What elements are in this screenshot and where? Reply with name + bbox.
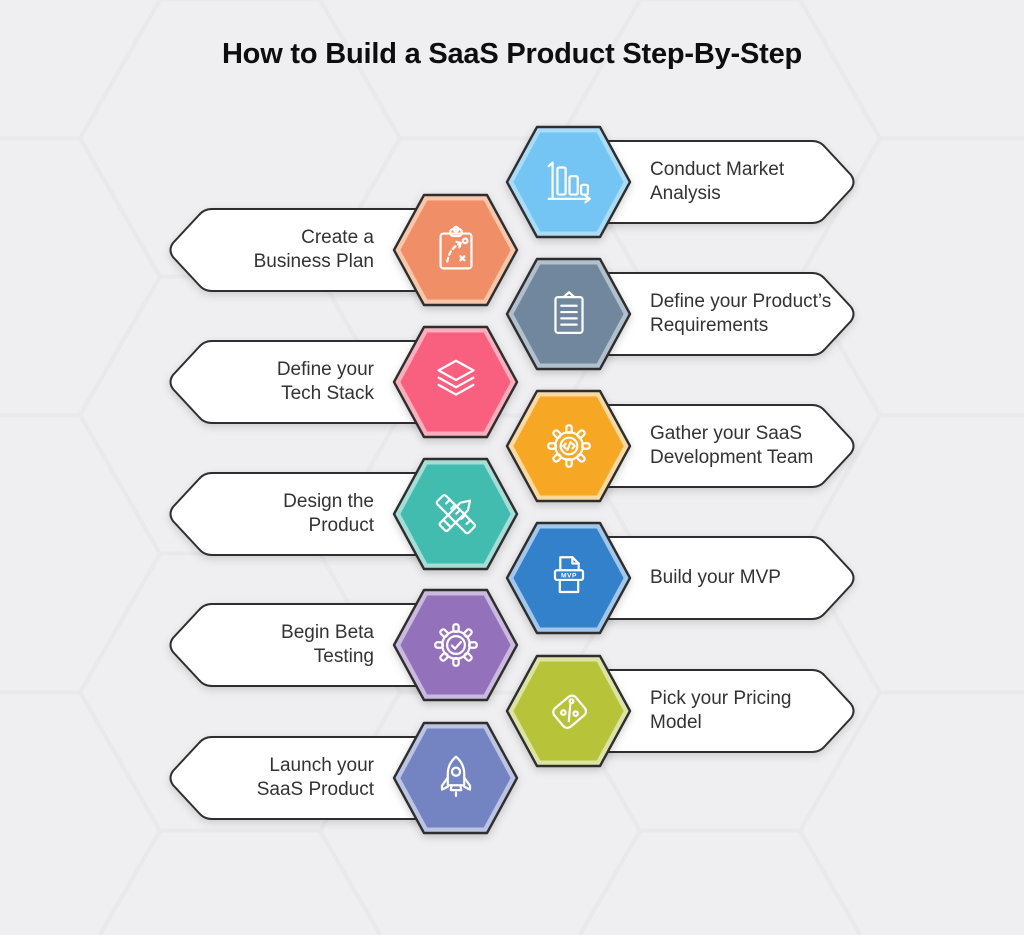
step-label: Define your Product’s Requirements xyxy=(650,291,832,336)
step-label: Conduct Market Analysis xyxy=(650,159,785,204)
mvp-file-icon: MVP xyxy=(553,556,584,594)
layers-icon xyxy=(436,359,475,396)
requirements-clipboard-icon xyxy=(553,291,584,334)
step-label: Design the Product xyxy=(283,491,374,536)
rocket-icon xyxy=(440,755,471,797)
step-hexagon xyxy=(392,586,519,704)
step-hexagon xyxy=(392,323,519,441)
bar-chart-icon xyxy=(547,161,591,204)
page-title: How to Build a SaaS Product Step-By-Step xyxy=(221,38,803,70)
step-hexagon xyxy=(392,455,519,573)
step-label: Pick your Pricing Model xyxy=(650,688,792,733)
strategy-clipboard-icon xyxy=(438,225,473,270)
gear-check-icon xyxy=(433,623,478,667)
step-label: Create a Business Plan xyxy=(253,227,374,272)
step-label: Launch your SaaS Product xyxy=(256,755,374,800)
price-tag-icon xyxy=(551,694,587,729)
step-hexagon xyxy=(505,123,632,241)
step-hexagon xyxy=(505,255,632,373)
svg-text:MVP: MVP xyxy=(560,573,576,580)
step-label: Begin Beta Testing xyxy=(281,622,374,667)
step-hexagon xyxy=(392,719,519,837)
step-hexagon: MVP xyxy=(505,519,632,637)
gear-code-icon xyxy=(546,424,591,468)
step-label: Define your Tech Stack xyxy=(276,359,374,404)
step-hexagon xyxy=(505,652,632,770)
step-hexagon xyxy=(392,191,519,309)
step-label: Build your MVP xyxy=(650,567,781,588)
step-hexagon xyxy=(505,387,632,505)
ruler-pencil-icon xyxy=(435,494,476,535)
step-label: Gather your SaaS Development Team xyxy=(650,423,814,468)
